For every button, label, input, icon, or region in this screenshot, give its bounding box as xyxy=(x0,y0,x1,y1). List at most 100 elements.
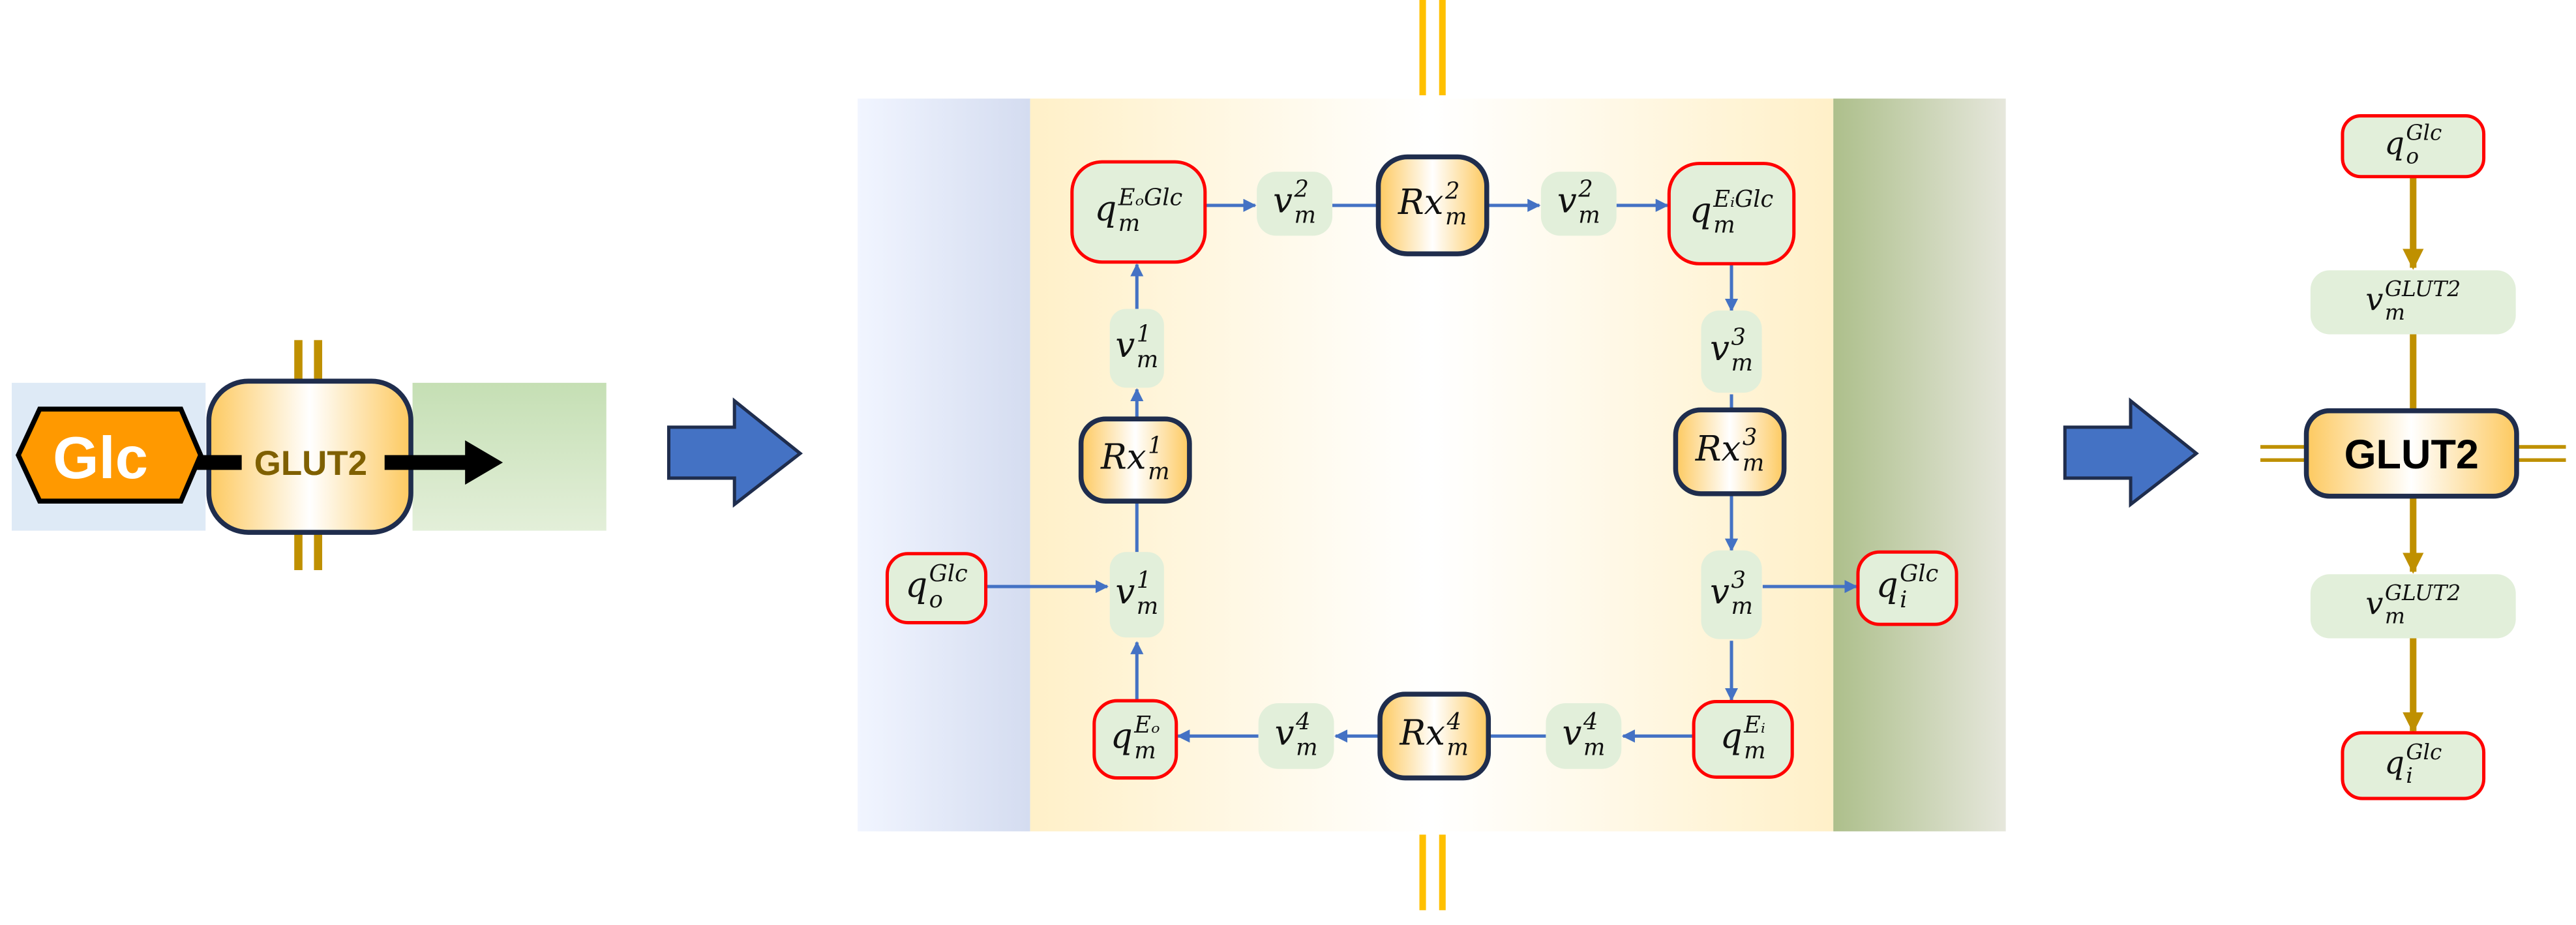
metabolite-box xyxy=(885,552,988,625)
label-superscript: Glc xyxy=(2406,740,2442,765)
label-subscript: m xyxy=(1148,458,1169,485)
reaction-box xyxy=(1673,407,1787,496)
label-superscript: GLUT2 xyxy=(2385,277,2461,301)
label-base: v xyxy=(1115,326,1135,365)
label-superscript: 3 xyxy=(1731,324,1746,350)
label-subscript: m xyxy=(1744,737,1765,764)
label-superscript: 1 xyxy=(1137,567,1151,594)
label-subscript: m xyxy=(1713,212,1735,239)
label-superscript: 4 xyxy=(1446,708,1461,735)
label-superscript: Eₒ xyxy=(1133,712,1160,738)
label-base: v xyxy=(1562,714,1581,753)
flux-box xyxy=(1258,703,1334,769)
metabolite-box xyxy=(2341,114,2486,179)
metabolite-box xyxy=(1692,699,1794,779)
flux-box xyxy=(1546,703,1622,769)
label-subscript: m xyxy=(1731,593,1753,620)
flux-arrow-head-icon xyxy=(465,440,503,485)
membrane-line xyxy=(1419,834,1426,911)
flux-box xyxy=(1109,552,1164,638)
metabolite-box xyxy=(1667,162,1796,265)
label-subscript: m xyxy=(1134,737,1156,764)
label-base: q xyxy=(905,566,927,605)
label-superscript: EᵢGlc xyxy=(1713,186,1773,213)
reaction-box xyxy=(1377,691,1491,781)
flux-box xyxy=(1701,311,1762,393)
glut2-label: GLUT2 xyxy=(2344,432,2479,478)
label-superscript: 2 xyxy=(1445,177,1460,204)
label-subscript: i xyxy=(2406,763,2412,788)
label-superscript: 2 xyxy=(1578,176,1593,203)
metabolite-box xyxy=(1070,160,1207,264)
label-subscript: m xyxy=(1447,734,1469,761)
membrane-line xyxy=(1439,0,1446,96)
membrane-line xyxy=(1419,0,1426,96)
membrane-line xyxy=(1439,834,1446,911)
label-base: q xyxy=(1111,717,1133,757)
glucose-hexagon xyxy=(15,406,203,504)
label-base: q xyxy=(1094,189,1116,229)
label-base: v xyxy=(1710,329,1730,369)
label-subscript: m xyxy=(1118,210,1140,237)
label-base: Rx xyxy=(1398,183,1444,222)
flux-box xyxy=(1257,172,1333,236)
label-subscript: m xyxy=(1295,202,1316,228)
label-subscript: m xyxy=(1731,350,1753,376)
label-subscript: m xyxy=(1743,450,1764,477)
transform-arrow-icon xyxy=(666,397,803,508)
label-subscript: m xyxy=(1578,202,1600,228)
intracellular-region xyxy=(1833,99,2006,832)
label-superscript: 3 xyxy=(1743,424,1757,451)
glut2-label: GLUT2 xyxy=(254,444,367,483)
label-superscript: Glc xyxy=(2406,121,2442,145)
flux-box xyxy=(2310,270,2516,335)
label-superscript: 1 xyxy=(1137,320,1151,347)
label-superscript: Glc xyxy=(1900,560,1938,587)
label-base: q xyxy=(2384,126,2404,162)
extracellular-region xyxy=(858,99,1030,832)
transform-arrow-icon xyxy=(2063,397,2199,508)
label-base: q xyxy=(2384,746,2404,781)
reaction-box xyxy=(1078,416,1192,504)
flux-box xyxy=(2310,574,2516,639)
label-base: v xyxy=(1710,572,1730,612)
reaction-box xyxy=(1375,154,1490,256)
label-base: q xyxy=(1690,191,1712,231)
metabolite-box xyxy=(2341,731,2486,800)
label-base: Rx xyxy=(1399,714,1445,753)
